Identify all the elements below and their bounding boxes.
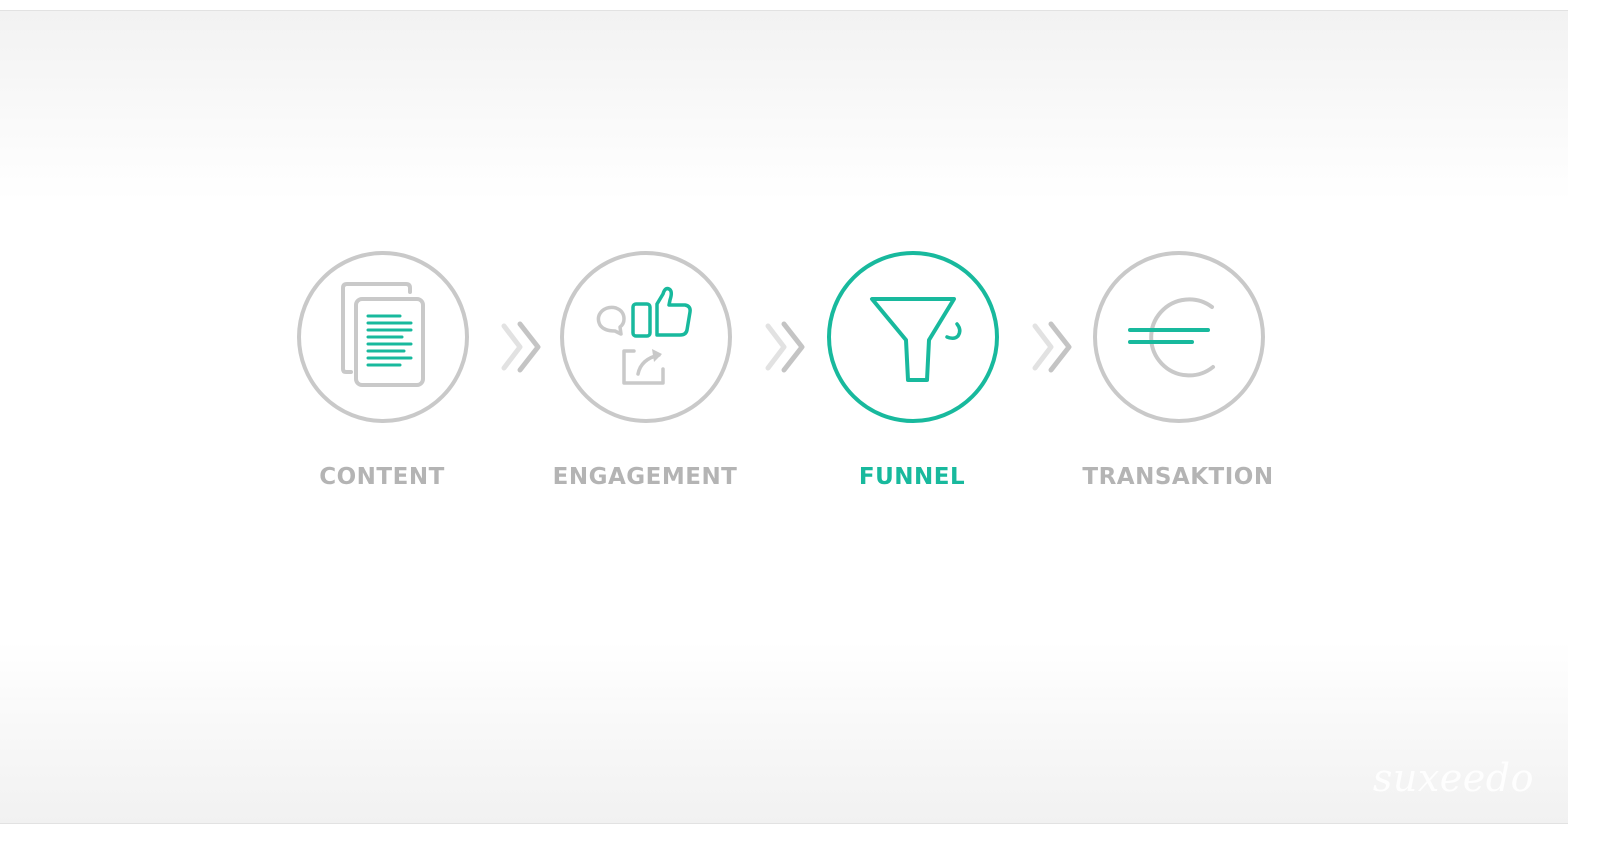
double-chevron-right-icon <box>765 321 805 373</box>
step-content: CONTENT <box>262 250 502 510</box>
double-chevron-right-icon <box>501 321 541 373</box>
process-panel <box>0 10 1568 824</box>
document-icon <box>297 251 469 423</box>
step-transaktion: TRANSAKTION <box>1058 250 1298 510</box>
step-label-engagement: ENGAGEMENT <box>552 464 738 490</box>
step-funnel: FUNNEL <box>792 250 1032 510</box>
step-engagement: ENGAGEMENT <box>525 250 765 510</box>
step-label-funnel: FUNNEL <box>858 464 966 490</box>
euro-icon <box>1093 251 1265 423</box>
funnel-icon <box>827 251 999 423</box>
step-label-transaktion: TRANSAKTION <box>1082 464 1274 490</box>
step-label-content: CONTENT <box>319 464 445 490</box>
engagement-icon <box>560 251 732 423</box>
double-chevron-right-icon <box>1032 321 1072 373</box>
brand-logo: suxeedo <box>1372 756 1534 800</box>
